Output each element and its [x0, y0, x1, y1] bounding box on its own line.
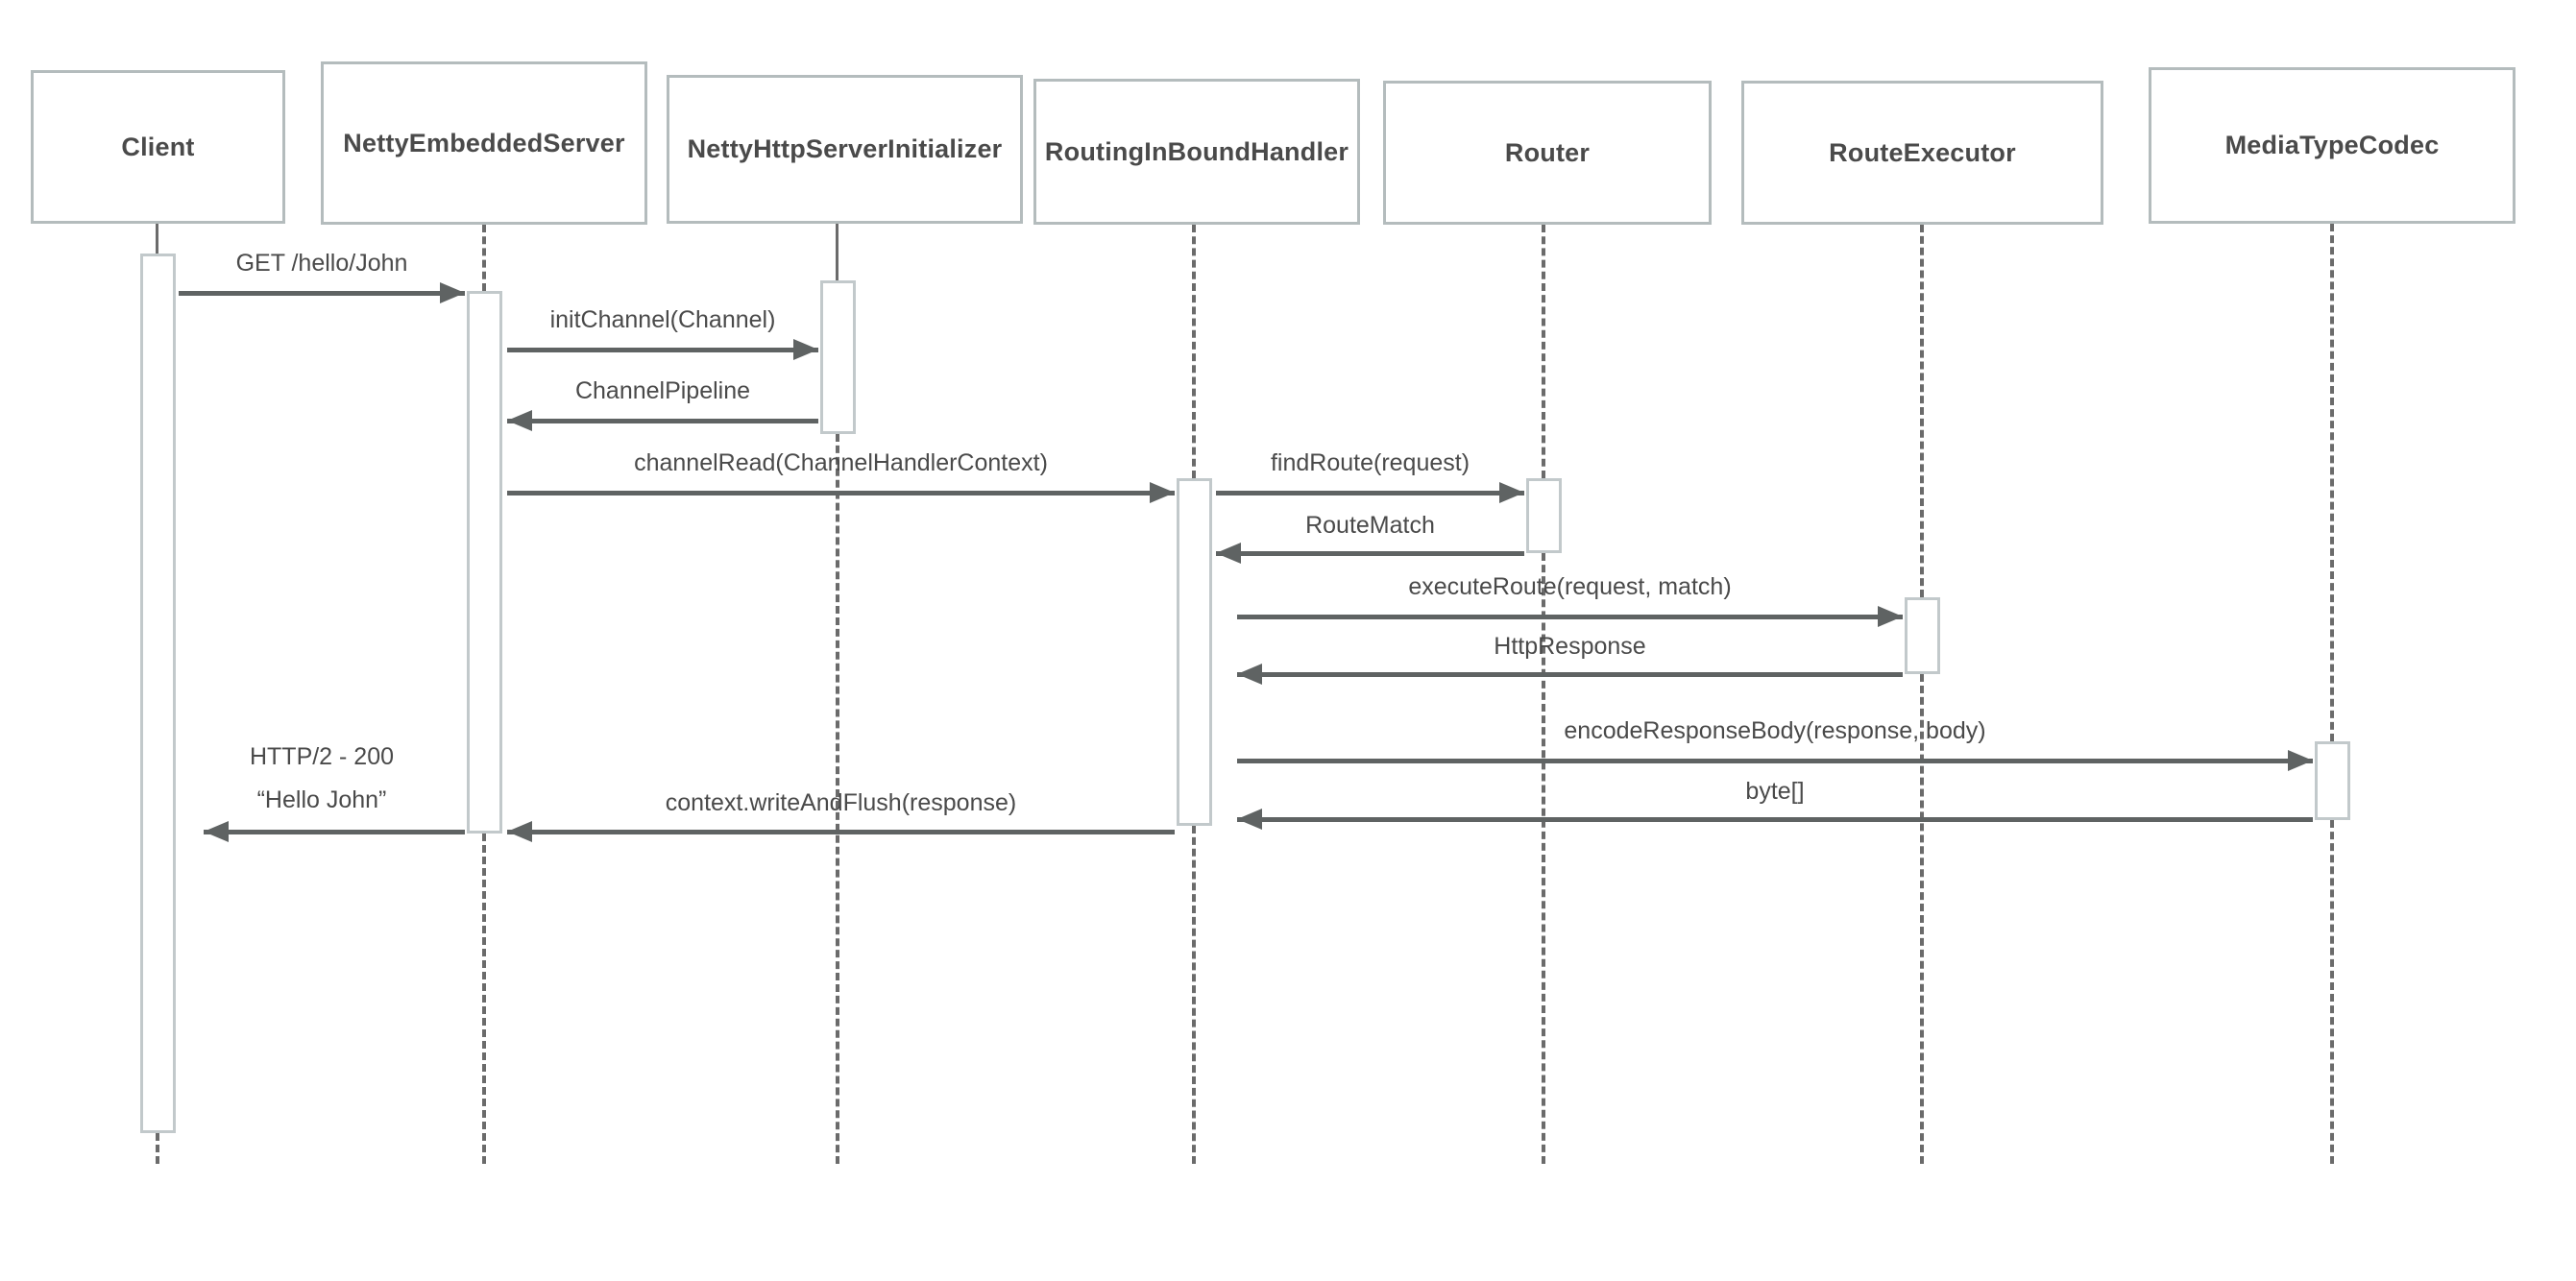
activation-bar-netty_embedded_server[interactable]	[467, 291, 502, 834]
arrow-head-right-icon	[1499, 482, 1524, 503]
message-line-m10[interactable]	[1237, 817, 2313, 822]
message-line-m4[interactable]	[507, 491, 1175, 495]
participant-box-client[interactable]: Client	[31, 70, 285, 224]
arrow-head-right-icon	[440, 282, 465, 303]
arrow-head-left-icon	[1237, 809, 1262, 830]
lifeline-client	[156, 1133, 159, 1164]
message-label-m2: initChannel(Channel)	[549, 306, 776, 333]
message-line-m1[interactable]	[179, 291, 465, 296]
arrow-head-right-icon	[793, 339, 818, 360]
message-label-m10: byte[]	[1745, 778, 1805, 805]
activation-bar-routing_inbound_handler[interactable]	[1177, 478, 1212, 826]
message-label-m12: HTTP/2 - 200 “Hello John”	[179, 741, 465, 816]
message-label-m6: RouteMatch	[1305, 512, 1435, 539]
lifeline-routing_inbound_handler	[1192, 826, 1196, 1164]
participant-label-netty_http_server_initializer: NettyHttpServerInitializer	[687, 134, 1003, 163]
message-line-m8[interactable]	[1237, 672, 1903, 677]
message-label-m4: channelRead(ChannelHandlerContext)	[634, 449, 1048, 476]
lifeline-client	[156, 224, 158, 254]
message-label-m5: findRoute(request)	[1270, 449, 1470, 476]
arrow-head-left-icon	[1237, 664, 1262, 685]
message-label-m8: HttpResponse	[1494, 633, 1646, 660]
arrow-head-left-icon	[507, 410, 532, 431]
participant-box-netty_http_server_initializer[interactable]: NettyHttpServerInitializer	[667, 75, 1023, 224]
message-label-m9: encodeResponseBody(response, body)	[1564, 717, 1986, 744]
lifeline-media_type_codec	[2330, 224, 2334, 741]
message-line-m5[interactable]	[1216, 491, 1524, 495]
lifeline-netty_http_server_initializer	[836, 224, 838, 280]
lifeline-netty_http_server_initializer	[836, 434, 839, 1164]
participant-label-media_type_codec: MediaTypeCodec	[2224, 131, 2440, 159]
lifeline-netty_embedded_server	[482, 834, 486, 1164]
activation-bar-route_executor[interactable]	[1905, 597, 1940, 674]
participant-label-routing_inbound_handler: RoutingInBoundHandler	[1044, 136, 1349, 166]
message-line-m12[interactable]	[204, 830, 465, 834]
message-line-m11[interactable]	[507, 830, 1175, 834]
activation-bar-media_type_codec[interactable]	[2315, 741, 2350, 820]
arrow-head-right-icon	[1878, 606, 1903, 627]
message-label-m11: context.writeAndFlush(response)	[665, 789, 1017, 816]
arrow-head-left-icon	[1216, 543, 1241, 564]
message-label-line2-m12: “Hello John”	[256, 786, 387, 813]
message-line-m9[interactable]	[1237, 759, 2313, 763]
activation-bar-router[interactable]	[1526, 478, 1562, 553]
lifeline-router	[1542, 225, 1545, 478]
lifeline-route_executor	[1920, 674, 1924, 1164]
participant-label-route_executor: RouteExecutor	[1829, 137, 2016, 167]
participant-label-client: Client	[121, 132, 195, 161]
arrow-head-left-icon	[507, 821, 532, 842]
message-line-m6[interactable]	[1216, 551, 1524, 556]
message-line-m2[interactable]	[507, 348, 818, 352]
participant-box-router[interactable]: Router	[1383, 81, 1712, 225]
participant-box-netty_embedded_server[interactable]: NettyEmbeddedServer	[321, 61, 647, 225]
arrow-head-left-icon	[204, 821, 229, 842]
activation-bar-client[interactable]	[140, 254, 176, 1133]
participant-label-router: Router	[1504, 137, 1591, 167]
message-line-m7[interactable]	[1237, 615, 1903, 619]
lifeline-netty_embedded_server	[482, 225, 486, 291]
participant-label-netty_embedded_server: NettyEmbeddedServer	[343, 128, 625, 157]
lifeline-media_type_codec	[2330, 820, 2334, 1164]
lifeline-routing_inbound_handler	[1192, 225, 1196, 478]
participant-box-media_type_codec[interactable]: MediaTypeCodec	[2149, 67, 2515, 224]
lifeline-router	[1542, 553, 1545, 1164]
message-line-m3[interactable]	[507, 419, 818, 423]
message-label-m1: GET /hello/John	[235, 250, 408, 277]
participant-box-routing_inbound_handler[interactable]: RoutingInBoundHandler	[1033, 79, 1360, 225]
message-label-line1-m12: HTTP/2 - 200	[249, 743, 395, 770]
message-label-m7: executeRoute(request, match)	[1408, 573, 1732, 600]
activation-bar-netty_http_server_initializer[interactable]	[820, 280, 856, 434]
message-label-m3: ChannelPipeline	[574, 377, 751, 404]
participant-box-route_executor[interactable]: RouteExecutor	[1741, 81, 2103, 225]
arrow-head-right-icon	[2288, 750, 2313, 771]
lifeline-route_executor	[1920, 225, 1924, 597]
arrow-head-right-icon	[1150, 482, 1175, 503]
